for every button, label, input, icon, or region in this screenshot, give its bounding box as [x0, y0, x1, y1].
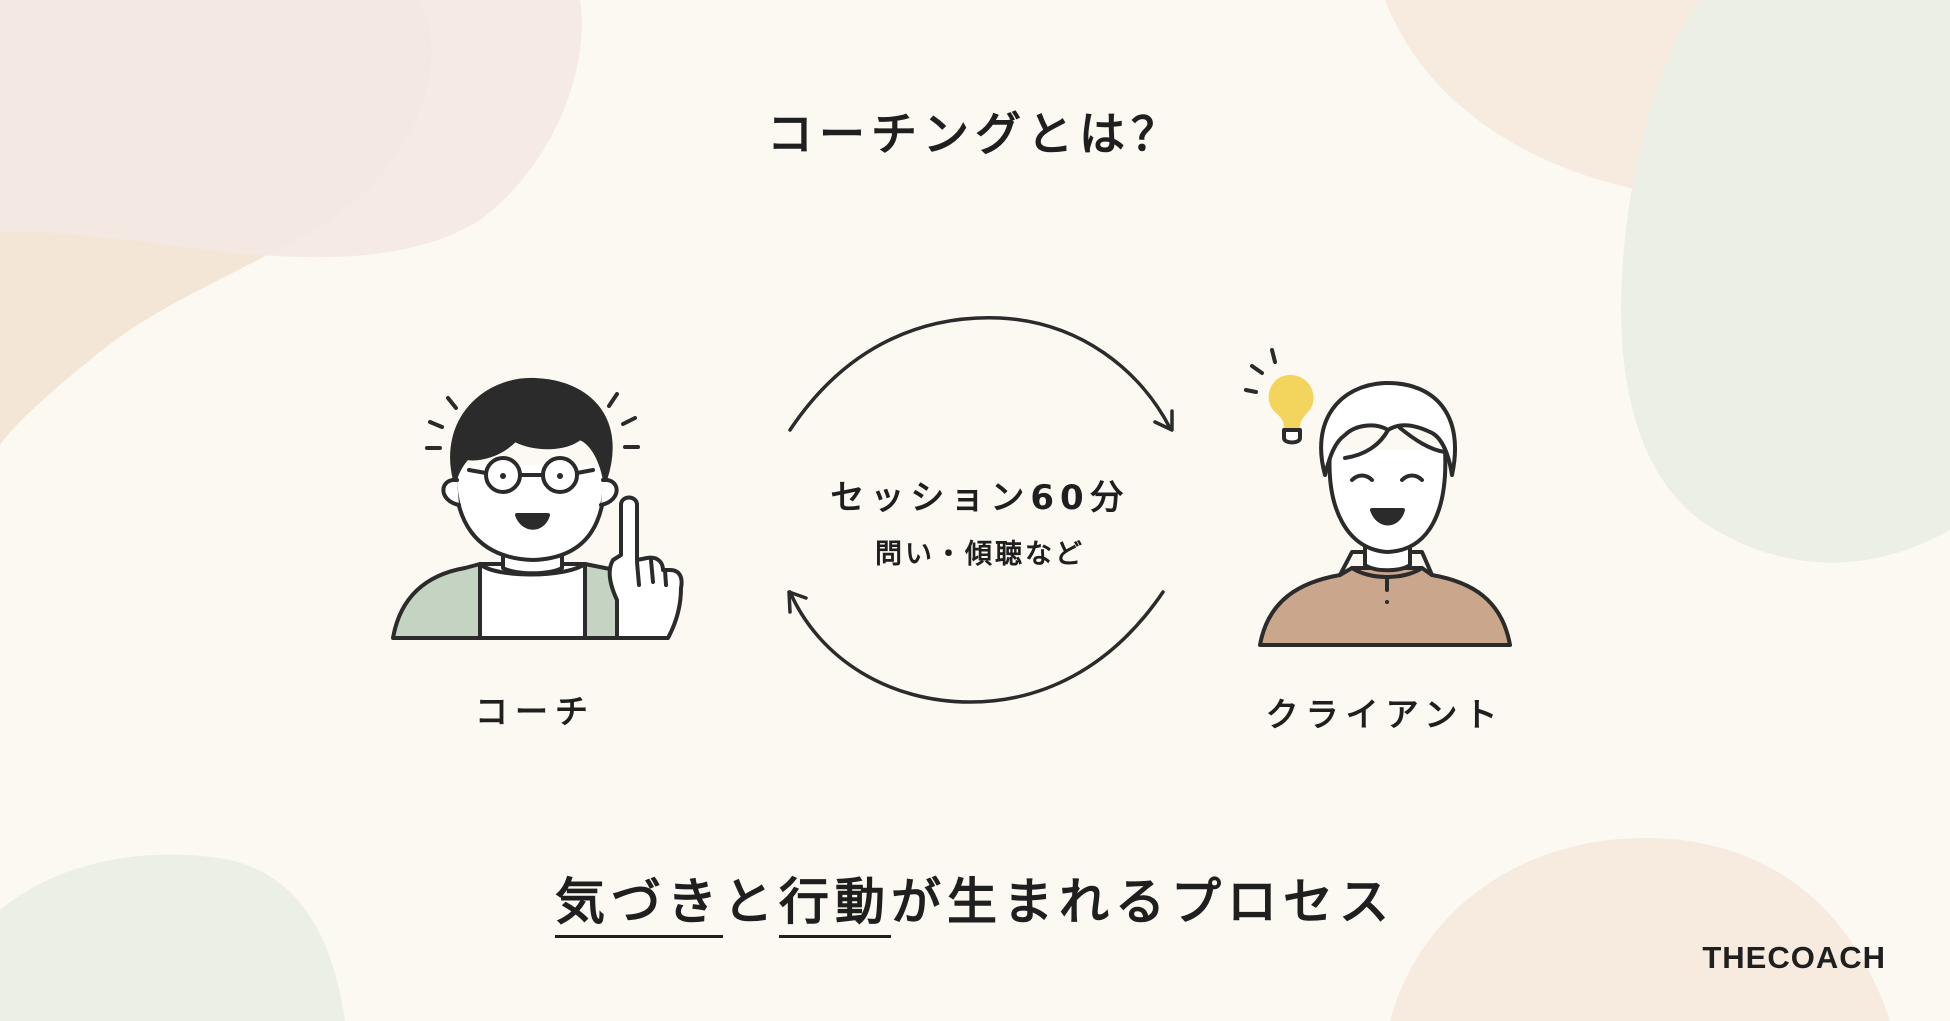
coach-face	[455, 465, 605, 560]
session-methods: 問い・傾聴など	[780, 532, 1180, 571]
coach-illustration	[385, 370, 695, 650]
coach-hair	[452, 380, 611, 480]
tagline-action: 行動	[779, 873, 891, 938]
tagline-rest: が生まれるプロセス	[891, 873, 1395, 931]
session-duration: セッション60分	[780, 470, 1180, 519]
blob-right-green	[1621, 0, 1950, 563]
emphasis-lines-left	[427, 398, 456, 448]
idea-lines	[1246, 350, 1275, 392]
coach-hand	[610, 498, 682, 639]
client-label: クライアント	[1250, 688, 1520, 736]
lightbulb-icon	[1269, 375, 1314, 428]
brand-logo: THECOACH	[1702, 940, 1886, 976]
emphasis-lines-right	[609, 394, 638, 447]
tagline-awareness: 気づき	[555, 873, 723, 938]
arrow-to-coach	[790, 592, 1163, 702]
tagline-and: と	[723, 873, 779, 931]
page-title: コーチングとは？	[0, 98, 1950, 164]
coach-label: コーチ	[420, 685, 650, 733]
client-illustration	[1240, 340, 1530, 650]
client-face	[1330, 450, 1446, 552]
client-shirt	[1260, 568, 1510, 645]
arrow-to-client	[790, 318, 1170, 430]
tagline: 気づきと行動が生まれるプロセス	[0, 862, 1950, 934]
